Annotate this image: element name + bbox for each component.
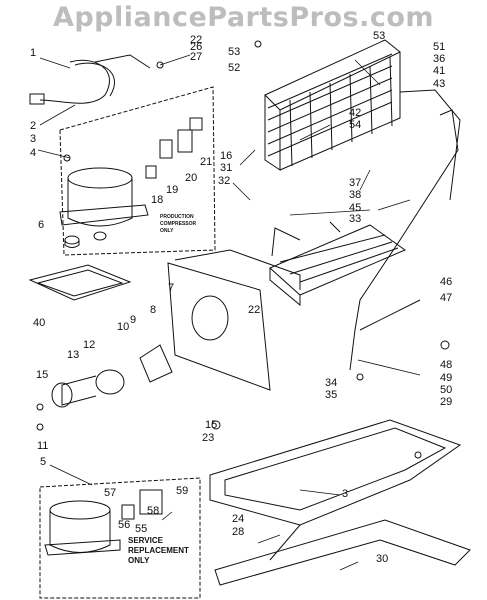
callout-12: 12: [83, 339, 96, 351]
callout-19: 19: [166, 184, 179, 196]
callout-9: 9: [130, 314, 137, 326]
callout-51: 51: [433, 41, 446, 53]
production-note-line2: COMPRESSOR: [160, 221, 197, 227]
callout-7: 7: [168, 282, 175, 294]
callout-46: 46: [440, 276, 453, 288]
hardware-screws: [36, 40, 450, 459]
service-note-line1: SERVICE: [128, 536, 163, 545]
callout-5: 5: [40, 456, 47, 468]
callout-36: 36: [433, 53, 446, 65]
callout-28: 28: [232, 526, 245, 538]
base-frame: [209, 419, 471, 586]
callout-37: 37: [349, 177, 362, 189]
callout-53-left: 53: [228, 46, 241, 58]
callout-49: 49: [440, 372, 453, 384]
callout-3: 3: [30, 133, 37, 145]
callout-15-mid: 15: [205, 419, 218, 431]
callout-13: 13: [67, 349, 80, 361]
callout-53-right: 53: [373, 30, 386, 42]
power-cord: [29, 54, 151, 105]
callout-15-left: 15: [36, 369, 49, 381]
leader-lines: [37, 54, 421, 571]
production-compressor: [59, 167, 149, 248]
callout-31: 31: [220, 162, 233, 174]
callout-2: 2: [30, 120, 37, 132]
callout-8: 8: [150, 304, 157, 316]
callout-38: 38: [349, 189, 362, 201]
callout-34: 34: [325, 377, 338, 389]
callout-55: 55: [135, 523, 148, 535]
callout-54: 54: [349, 119, 362, 131]
callout-30: 30: [376, 553, 389, 565]
callout-3-base: 3: [342, 488, 349, 500]
callout-47: 47: [440, 292, 453, 304]
callout-4: 4: [30, 147, 37, 159]
callout-21: 21: [200, 156, 213, 168]
callout-58: 58: [147, 505, 160, 517]
drain-pan: [28, 264, 132, 301]
production-note-line3: ONLY: [160, 228, 174, 234]
callout-18: 18: [151, 194, 164, 206]
evaporator-coil: [269, 221, 407, 307]
callout-45: 45: [349, 202, 362, 214]
production-compressor-box: [59, 86, 216, 256]
callout-32: 32: [218, 175, 231, 187]
callout-6: 6: [38, 219, 45, 231]
callout-57: 57: [104, 487, 117, 499]
refrigerant-tube: [349, 109, 459, 371]
callout-33: 33: [349, 213, 362, 225]
service-compressor-box: [39, 477, 201, 599]
callout-27: 27: [190, 51, 203, 63]
callout-35: 35: [325, 389, 338, 401]
callout-48: 48: [440, 359, 453, 371]
callout-59: 59: [176, 485, 189, 497]
callout-42: 42: [349, 107, 362, 119]
callout-10: 10: [117, 321, 130, 333]
callout-24: 24: [232, 513, 245, 525]
callout-11: 11: [37, 440, 49, 452]
fan-motor-assembly: [51, 344, 173, 408]
callout-56: 56: [118, 519, 131, 531]
callout-52: 52: [228, 62, 241, 74]
callout-16: 16: [220, 150, 233, 162]
callout-23: 23: [202, 432, 215, 444]
callout-29: 29: [440, 396, 453, 408]
service-note-line3: ONLY: [128, 556, 150, 565]
callout-20: 20: [185, 172, 198, 184]
production-note-line1: PRODUCTION: [160, 214, 194, 220]
watermark: AppliancePartsPros.com: [52, 2, 435, 33]
service-compressor: [44, 489, 163, 556]
callout-41: 41: [433, 65, 446, 77]
callout-22-mid: 22: [248, 304, 261, 316]
condenser-coil: [264, 39, 461, 201]
relay-parts: [145, 117, 203, 179]
callout-22-top: 22: [190, 34, 203, 46]
callout-43: 43: [433, 78, 446, 90]
callout-26: 26: [190, 41, 203, 53]
callout-1: 1: [30, 47, 37, 59]
fan-shroud: [167, 249, 301, 391]
callout-50: 50: [440, 384, 453, 396]
callout-40: 40: [33, 317, 46, 329]
service-note-line2: REPLACEMENT: [128, 546, 189, 555]
